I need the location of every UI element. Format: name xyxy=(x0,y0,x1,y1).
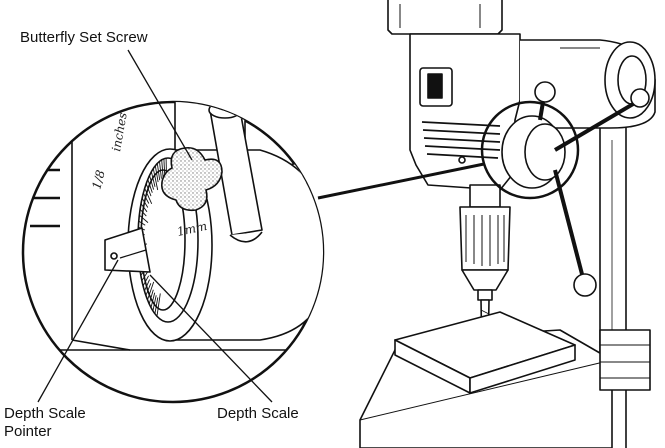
scale-markings: inches 1/8 1mm xyxy=(89,111,208,239)
magnified-detail: inches 1/8 1mm xyxy=(21,100,325,404)
scale-tick xyxy=(145,283,152,296)
fraction-marking: 1/8 xyxy=(89,168,108,191)
scale-tick xyxy=(142,275,149,287)
scale-tick xyxy=(141,271,149,281)
scale-tick xyxy=(143,192,150,204)
scale-tick xyxy=(147,281,155,301)
scale-tick xyxy=(156,293,161,317)
depth-scale-label: Depth Scale xyxy=(217,405,299,422)
scale-tick xyxy=(154,297,159,314)
scale-tick xyxy=(138,220,146,226)
drill-press-body xyxy=(359,0,656,448)
scale-tick xyxy=(161,159,164,178)
scale-tick xyxy=(144,188,153,204)
mm-marking: 1mm xyxy=(176,219,209,239)
depth-scale-pointer-line2: Pointer xyxy=(4,423,52,440)
scale-tick xyxy=(145,183,152,197)
leader-lines xyxy=(37,49,273,403)
scale-tick xyxy=(152,168,159,191)
scale-tick xyxy=(150,171,156,187)
scale-tick xyxy=(147,179,153,193)
depth-scale-pointer-line1: Depth Scale xyxy=(4,405,86,422)
scale-tick xyxy=(152,295,157,311)
scale-tick xyxy=(139,214,149,223)
scale-tick xyxy=(149,175,155,190)
scale-tick xyxy=(139,209,147,217)
scale-tick xyxy=(140,203,148,213)
scale-tick xyxy=(144,279,151,291)
detail-highlight xyxy=(317,100,580,200)
scale-tick xyxy=(159,161,162,179)
scale-tick xyxy=(150,292,156,308)
butterfly-set-screw-label: Butterfly Set Screw xyxy=(20,29,148,46)
inches-marking: inches xyxy=(109,111,130,152)
leader-butterfly xyxy=(127,49,193,161)
leader-pointer xyxy=(37,259,119,403)
depth-scale-pointer-label: Depth Scale Pointer xyxy=(4,405,86,441)
scale-tick xyxy=(154,165,159,183)
scale-tick xyxy=(148,289,154,305)
scale-tick xyxy=(156,163,161,181)
leader-depth-scale xyxy=(149,274,273,403)
scale-tick xyxy=(141,198,149,208)
